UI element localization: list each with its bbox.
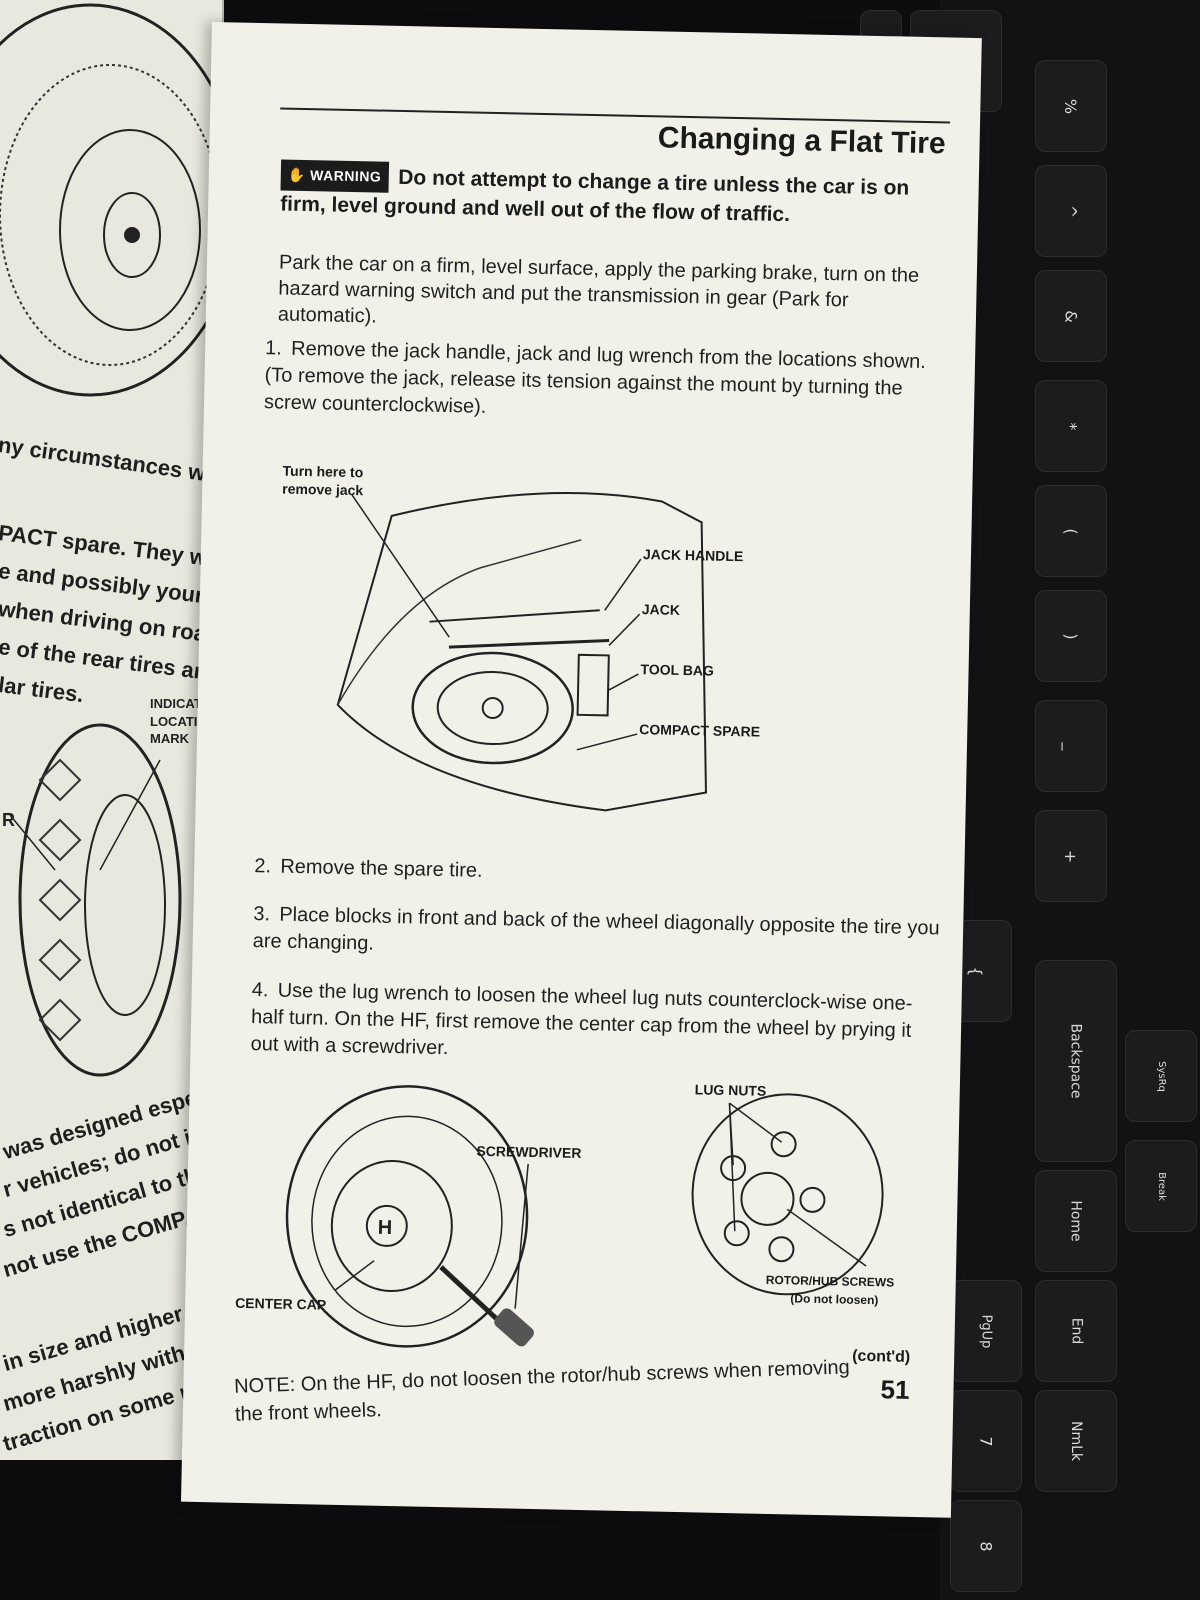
page-number: 51 — [880, 1374, 910, 1405]
step-text: Remove the jack handle, jack and lug wre… — [263, 337, 927, 418]
keyboard-key: SysRq — [1125, 1030, 1197, 1122]
compact-spare-label: COMPACT SPARE — [639, 721, 760, 740]
warning-badge: ✋ WARNING — [280, 159, 389, 193]
left-page-line: ny circumstances whe — [0, 432, 224, 490]
left-page-line: lar tires. — [0, 672, 85, 708]
step-3: 3.Place blocks in front and back of the … — [252, 901, 943, 969]
keyboard-key: % — [1035, 60, 1107, 152]
step-number: 2. — [254, 855, 272, 878]
intro-paragraph: Park the car on a firm, level surface, a… — [277, 251, 920, 328]
keyboard-key: Break — [1125, 1140, 1197, 1232]
keyboard-key: _ — [1035, 700, 1107, 792]
turn-here-label-2: remove jack — [282, 481, 363, 499]
keyboard-key: ^ — [1035, 165, 1107, 257]
screwdriver-label: SCREWDRIVER — [476, 1143, 581, 1161]
r-label: R — [2, 810, 15, 830]
step-1: 1.Remove the jack handle, jack and lug w… — [264, 335, 956, 430]
keyboard-key: & — [1035, 270, 1107, 362]
keyboard-key: PgUp — [950, 1280, 1022, 1382]
step-number: 4. — [251, 979, 269, 1002]
wheel-figure: H SCREWDRIVER CENTER CAP LUG NUTS ROTOR/… — [235, 1081, 895, 1348]
jack-label: JACK — [642, 601, 680, 618]
do-not-loosen-label: (Do not loosen) — [790, 1291, 878, 1307]
step-text: Place blocks in front and back of the wh… — [252, 903, 940, 955]
center-cap-label: CENTER CAP — [235, 1295, 326, 1313]
keyboard-background: R F % ^ & * ( ) _ + { Backspace Home End… — [860, 0, 1200, 1600]
trunk-figure: Turn here to remove jack JACK HANDLE JAC… — [282, 463, 760, 812]
turn-here-label-1: Turn here to — [282, 463, 363, 481]
keyboard-key: End — [1035, 1280, 1117, 1382]
lug-nuts-label: LUG NUTS — [695, 1081, 767, 1098]
step-number: 3. — [253, 903, 271, 926]
keyboard-key: * — [1035, 380, 1107, 472]
keyboard-key: NmLk — [1035, 1390, 1117, 1492]
spare-tire-illustration — [0, 3, 222, 397]
keyboard-key: ( — [1035, 485, 1107, 577]
keyboard-key: Home — [1035, 1170, 1117, 1272]
step-number: 1. — [264, 337, 283, 360]
step-4: 4.Use the lug wrench to loosen the wheel… — [250, 977, 942, 1072]
keyboard-key: ) — [1035, 590, 1107, 682]
keyboard-key: Backspace — [1035, 960, 1117, 1162]
keyboard-key: 8 — [950, 1500, 1022, 1592]
step-2: 2. Remove the spare tire. — [254, 853, 944, 894]
tool-bag-label: TOOL BAG — [640, 661, 714, 679]
step-text: Use the lug wrench to loosen the wheel l… — [250, 979, 913, 1060]
header-rule — [280, 107, 951, 124]
keyboard-key: + — [1035, 810, 1107, 902]
tread-tire-illustration — [9, 723, 182, 1077]
keyboard-key: 7 — [950, 1390, 1022, 1492]
jack-handle-label: JACK HANDLE — [643, 546, 744, 564]
note-paragraph: NOTE: On the HF, do not loosen the rotor… — [233, 1356, 851, 1426]
page-title: Changing a Flat Tire — [657, 121, 946, 161]
step-text: Remove the spare tire. — [280, 855, 483, 882]
svg-text:H: H — [378, 1217, 393, 1239]
rotor-hub-label: ROTOR/HUB SCREWS — [766, 1273, 895, 1290]
